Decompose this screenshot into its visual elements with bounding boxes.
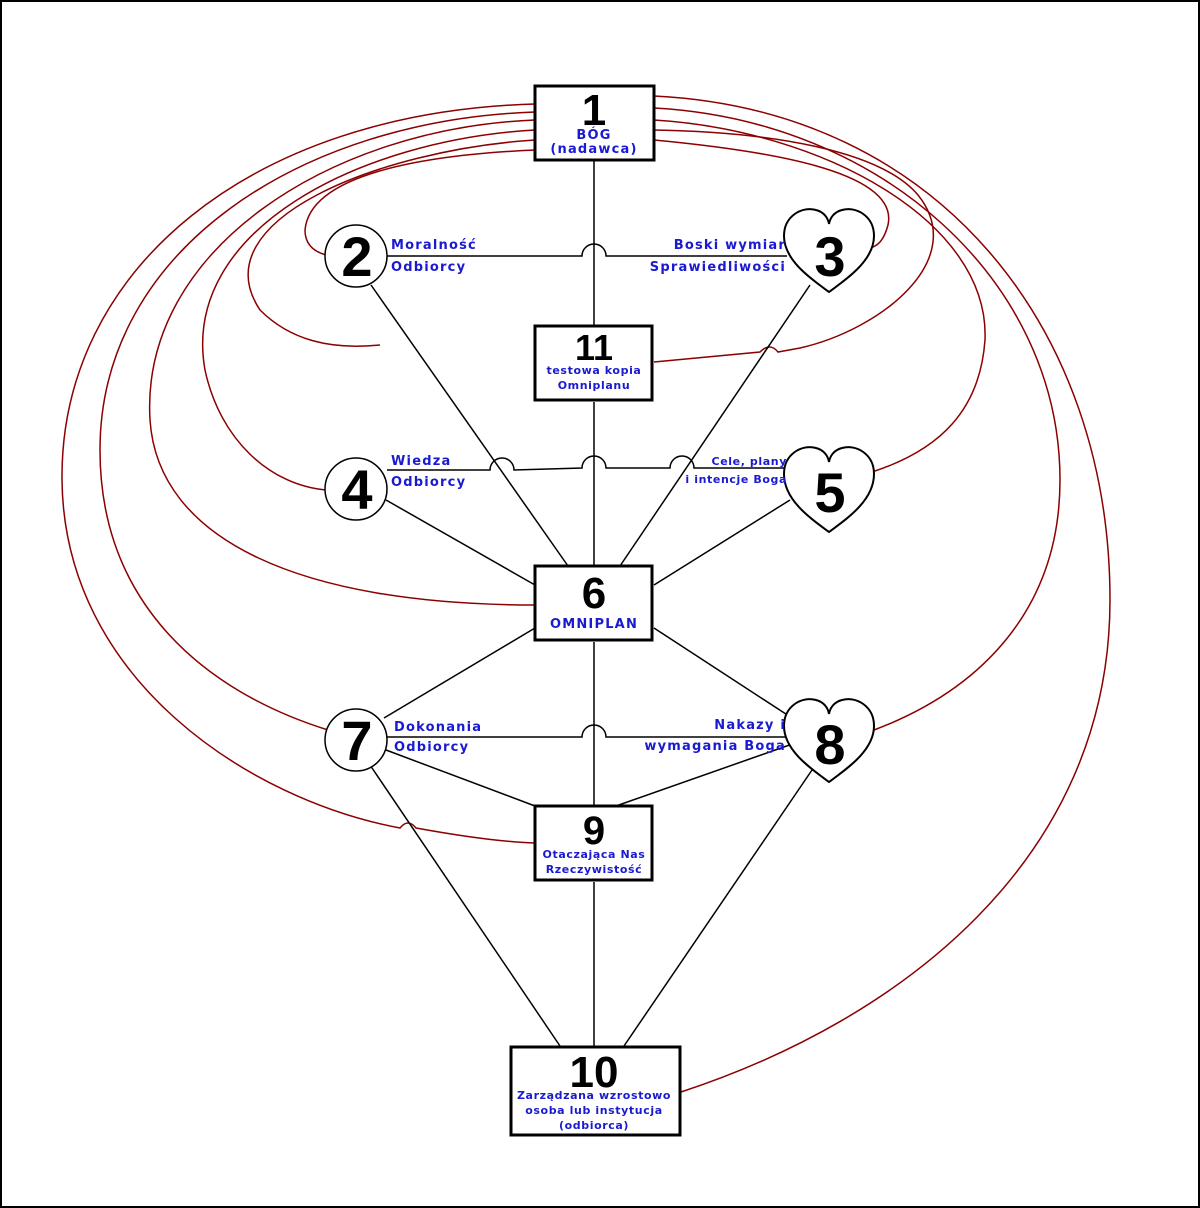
node-8-heart-icon: [782, 698, 876, 784]
node-5-heart-icon: [782, 446, 876, 534]
tree-edges: [369, 160, 813, 1047]
node-8-label-line-2: wymagania Boga: [644, 739, 786, 754]
edge-8-9: [615, 741, 799, 807]
node-11-box: [533, 324, 654, 402]
node-4-circle: [324, 457, 388, 521]
node-6[interactable]: 6 OMNIPLAN: [533, 564, 654, 642]
node-3-label-line-2: Sprawiedliwości: [650, 260, 786, 275]
node-3-heart-icon: [782, 208, 876, 294]
node-10-number: 10: [570, 1048, 619, 1097]
loop-1-6: [148, 119, 536, 606]
node-10-label-line-2: osoba lub instytucja: [525, 1104, 662, 1117]
node-10-label-line-1: Zarządzana wzrostowo: [517, 1089, 671, 1102]
loop-1-4: [202, 129, 536, 491]
node-1[interactable]: 1 BÓG (nadawca): [533, 84, 656, 162]
node-5[interactable]: 5 Cele, plany i intencje Boga: [685, 446, 876, 534]
node-1-label-line-1: BÓG: [576, 127, 611, 143]
node-11[interactable]: 11 testowa kopia Omniplanu: [533, 324, 654, 402]
node-9[interactable]: 9 Otaczająca Nas Rzeczywistość: [533, 804, 654, 882]
edge-4-5: [387, 455, 787, 471]
node-4[interactable]: 4 Wiedza Odbiorcy: [324, 454, 466, 521]
node-10-label-line-3: (odbiorca): [559, 1119, 629, 1132]
node-7-label-line-1: Dokonania: [394, 720, 482, 735]
node-11-label-line-2: Omniplanu: [558, 379, 631, 392]
node-9-label-line-2: Rzeczywistość: [546, 863, 643, 876]
node-9-label-line-1: Otaczająca Nas: [543, 848, 646, 861]
node-1-label-line-2: (nadawca): [550, 142, 637, 157]
node-4-label-line-1: Wiedza: [391, 454, 451, 469]
loop-1-3: [653, 139, 890, 249]
node-10-box: [509, 1045, 682, 1137]
node-9-number: 9: [583, 809, 605, 853]
node-9-box: [533, 804, 654, 882]
node-2-label-line-2: Odbiorcy: [391, 260, 466, 275]
node-8-label-line-1: Nakazy i: [714, 718, 786, 733]
node-6-label-line-1: OMNIPLAN: [550, 617, 638, 632]
node-8-number: 8: [814, 713, 845, 776]
edge-8-10: [623, 769, 813, 1047]
loop-1-8: [653, 107, 1061, 731]
edge-5-6: [653, 499, 791, 586]
edge-2-6: [370, 284, 569, 567]
edge-6-8: [653, 627, 793, 719]
loop-connections: [61, 95, 1111, 1093]
edge-7-9: [385, 749, 536, 807]
node-4-number: 4: [341, 458, 372, 521]
node-1-box: [533, 84, 656, 162]
loop-11-right: [653, 129, 934, 363]
node-3-number: 3: [814, 225, 845, 288]
node-7-number: 7: [341, 709, 372, 772]
node-11-number: 11: [575, 327, 613, 368]
loop-1-9: [61, 103, 536, 844]
node-7-circle: [324, 708, 388, 772]
node-4-label-line-2: Odbiorcy: [391, 475, 466, 490]
node-3[interactable]: 3 Boski wymiar Sprawiedliwości: [650, 208, 876, 294]
edge-6-7: [383, 627, 536, 719]
node-2[interactable]: 2 Moralność Odbiorcy: [324, 224, 477, 288]
node-10[interactable]: 10 Zarządzana wzrostowo osoba lub instyt…: [509, 1045, 682, 1137]
node-5-label-line-2: i intencje Boga: [685, 473, 787, 486]
node-6-number: 6: [582, 569, 606, 618]
node-5-number: 5: [814, 461, 845, 524]
edge-7-10: [369, 764, 561, 1047]
loop-1-5: [653, 119, 986, 473]
edge-4-6: [385, 499, 536, 586]
loop-1-2: [304, 149, 536, 256]
node-8[interactable]: 8 Nakazy i wymagania Boga: [644, 698, 876, 784]
node-5-label-line-1: Cele, plany: [712, 455, 787, 468]
edge-7-8: [387, 724, 787, 738]
node-7[interactable]: 7 Dokonania Odbiorcy: [324, 708, 482, 772]
node-6-box: [533, 564, 654, 642]
edge-3-6: [619, 284, 811, 567]
node-11-label-line-1: testowa kopia: [547, 364, 642, 377]
loop-1-11: [247, 139, 536, 347]
loop-1-7: [99, 111, 536, 731]
node-1-number: 1: [582, 86, 606, 135]
node-2-number: 2: [341, 225, 372, 288]
node-2-circle: [324, 224, 388, 288]
node-3-label-line-1: Boski wymiar: [674, 238, 786, 253]
node-2-label-line-1: Moralność: [391, 238, 477, 253]
edge-2-3: [387, 243, 787, 257]
loop-1-10: [653, 95, 1111, 1093]
node-7-label-line-2: Odbiorcy: [394, 740, 469, 755]
